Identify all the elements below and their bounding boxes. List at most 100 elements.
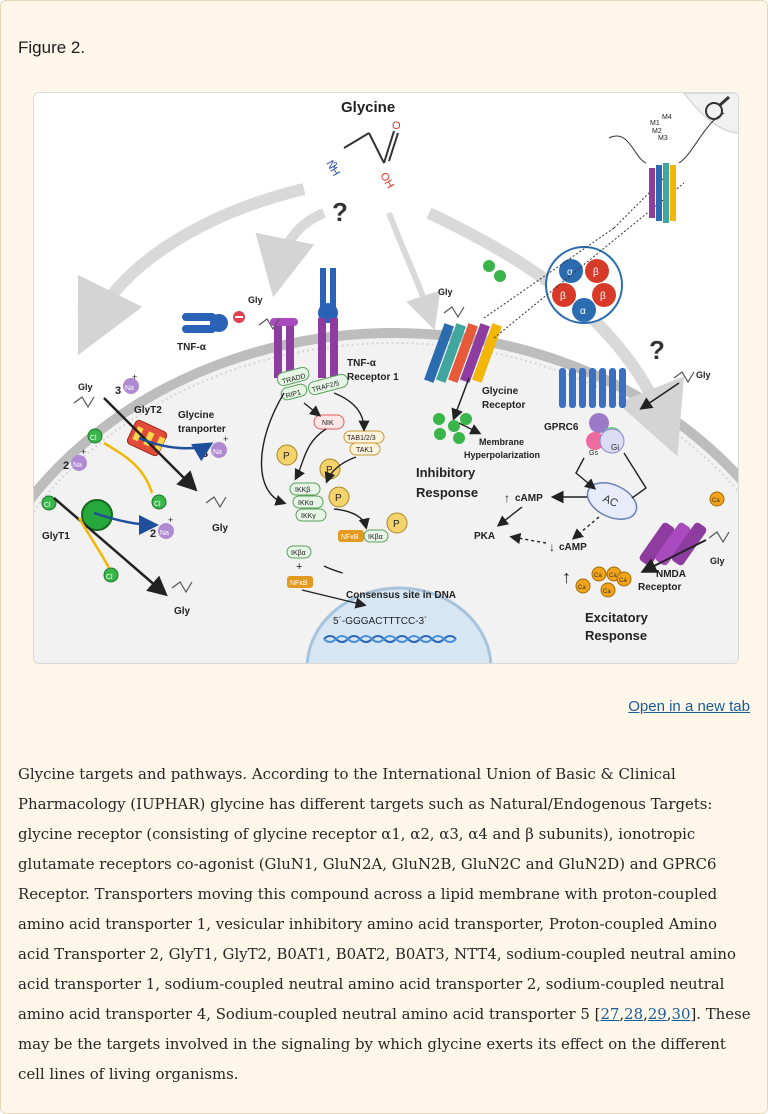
gly-label-inside-2: Gly bbox=[174, 606, 191, 617]
figure-label: Figure 2. bbox=[18, 38, 86, 57]
svg-text:α: α bbox=[567, 267, 573, 278]
nh2-sub: 2 bbox=[333, 161, 338, 170]
dna-sequence: 5´-GGGACTTTCC-3´ bbox=[333, 615, 427, 627]
gly-label-inside-1: Gly bbox=[212, 523, 229, 534]
ikba-box-1 bbox=[363, 529, 389, 543]
inhibitory-label-1: Inhibitory bbox=[416, 465, 476, 480]
ref-27-link[interactable]: 27 bbox=[600, 1005, 620, 1023]
m2-label: M2 bbox=[652, 128, 662, 135]
na-ion-3: Na bbox=[71, 455, 87, 471]
svg-text:Cl: Cl bbox=[90, 435, 97, 442]
rip1-box bbox=[280, 383, 308, 401]
gray-arrow-left bbox=[77, 183, 306, 356]
na-count-3b: 3 bbox=[202, 448, 208, 460]
gprc6-receptor bbox=[559, 368, 626, 408]
svg-text:Gs: Gs bbox=[589, 450, 598, 457]
ikba-box-2 bbox=[286, 545, 312, 559]
nfkb-label-1: NFκB bbox=[341, 534, 359, 541]
na-count-3a: 3 bbox=[115, 385, 121, 397]
ref-29-link[interactable]: 29 bbox=[647, 1005, 667, 1023]
glycine-transporter-label-1: Glycine bbox=[178, 410, 215, 421]
svg-text:P: P bbox=[335, 493, 342, 504]
na-plus-2: + bbox=[223, 434, 228, 444]
svg-text:Ca: Ca bbox=[578, 585, 586, 591]
svg-text:β: β bbox=[593, 267, 599, 278]
nmda-label-1: NMDA bbox=[656, 569, 686, 580]
membrane-label-1: Membrane bbox=[479, 437, 524, 447]
ikkg-label: IKKγ bbox=[301, 513, 316, 520]
tab-label: TAB1/2/3 bbox=[347, 435, 376, 442]
tnf-receptor-label-2: Receptor 1 bbox=[347, 372, 399, 383]
magnify-icon[interactable] bbox=[683, 93, 739, 134]
svg-text:Na: Na bbox=[73, 462, 82, 469]
ref-30-link[interactable]: 30 bbox=[671, 1005, 691, 1023]
svg-text:Cl: Cl bbox=[44, 502, 51, 509]
na-plus-3: + bbox=[81, 447, 86, 457]
excitatory-up-arrow: ↑ bbox=[562, 567, 571, 587]
glycine-molecule-small-7 bbox=[73, 396, 95, 409]
tnf-receptor-label-1: TNF-α bbox=[347, 358, 377, 369]
question-mark-right: ? bbox=[649, 335, 665, 365]
cl-ion-3: Cl bbox=[41, 495, 57, 511]
na-plus-1: + bbox=[132, 372, 137, 382]
nik-box bbox=[313, 414, 345, 430]
o-label: O bbox=[392, 120, 401, 132]
ikkb-box bbox=[289, 482, 321, 496]
transporter-arrows bbox=[53, 397, 214, 597]
gprc6-label: GPRC6 bbox=[544, 422, 579, 433]
svg-text:Ca: Ca bbox=[609, 573, 617, 579]
inhibition-sign bbox=[233, 311, 245, 323]
glyt2-label: GlyT2 bbox=[134, 405, 162, 416]
camp-up-label: cAMP bbox=[515, 493, 543, 504]
svg-text:Cl: Cl bbox=[106, 574, 113, 581]
ikba-label-1: IKβα bbox=[368, 534, 383, 541]
glycine-molecule-small-5 bbox=[673, 371, 695, 384]
g-protein-complex: Gi Gs bbox=[586, 413, 625, 457]
na-ion-2: Na bbox=[211, 442, 227, 458]
ca-ion-outside: Ca bbox=[709, 491, 725, 507]
oh-label: OH bbox=[377, 171, 396, 191]
camp-pka-arrow bbox=[496, 506, 523, 527]
receptor-subunits-diagram: α β β β α bbox=[545, 246, 623, 324]
pka-label: PKA bbox=[474, 531, 495, 542]
tak1-box bbox=[349, 442, 381, 456]
traf-box bbox=[307, 373, 349, 396]
dna-helix bbox=[323, 635, 457, 643]
ref-28-link[interactable]: 28 bbox=[624, 1005, 644, 1023]
m3-label: M3 bbox=[658, 135, 668, 142]
cl-ion-2: Cl bbox=[151, 494, 167, 510]
ikka-box bbox=[292, 495, 324, 509]
figure-image[interactable]: Glycine NH 2 OH O ? TNF-α G bbox=[33, 92, 739, 664]
svg-text:Na: Na bbox=[125, 385, 134, 392]
adenylyl-cyclase: AC bbox=[586, 482, 638, 520]
ikba-label-2: IKβα bbox=[291, 550, 306, 557]
tak1-label: TAK1 bbox=[356, 447, 373, 454]
svg-text:Ca: Ca bbox=[619, 578, 627, 584]
camp-down-arrow: ↓ bbox=[549, 540, 555, 554]
inhibitory-label-2: Response bbox=[416, 485, 478, 500]
hyperpolarization-arrow bbox=[458, 422, 482, 435]
gly-label-nmda: Gly bbox=[710, 556, 725, 566]
gly-label-outside-left: Gly bbox=[78, 382, 93, 392]
ikka-label: IKKα bbox=[298, 500, 313, 507]
nmda-receptor bbox=[639, 522, 707, 566]
caption-text-2: ]. These may be the targets involved in … bbox=[18, 1005, 751, 1083]
svg-text:Gi: Gi bbox=[611, 443, 619, 452]
cl-ion-1: Cl bbox=[87, 428, 103, 444]
excitatory-label-1: Excitatory bbox=[585, 610, 649, 625]
svg-text:α: α bbox=[580, 306, 586, 317]
excitatory-label-2: Response bbox=[585, 628, 647, 643]
glycine-receptor-label-2: Receptor bbox=[482, 400, 525, 411]
ikkb-label: IKKβ bbox=[295, 487, 310, 494]
svg-text:Ca: Ca bbox=[594, 573, 602, 579]
glycine-molecule-small-3 bbox=[258, 318, 280, 331]
nfkb-box-1 bbox=[338, 530, 364, 542]
svg-text:AC: AC bbox=[601, 493, 620, 510]
svg-text:Ca: Ca bbox=[603, 589, 611, 595]
na-count-2a: 2 bbox=[63, 460, 69, 472]
open-in-new-tab-link[interactable]: Open in a new tab bbox=[628, 698, 750, 715]
glycine-receptor-label-1: Glycine bbox=[482, 386, 519, 397]
svg-text:Ca: Ca bbox=[712, 498, 720, 504]
tnf-alpha-label: TNF-α bbox=[177, 342, 207, 353]
